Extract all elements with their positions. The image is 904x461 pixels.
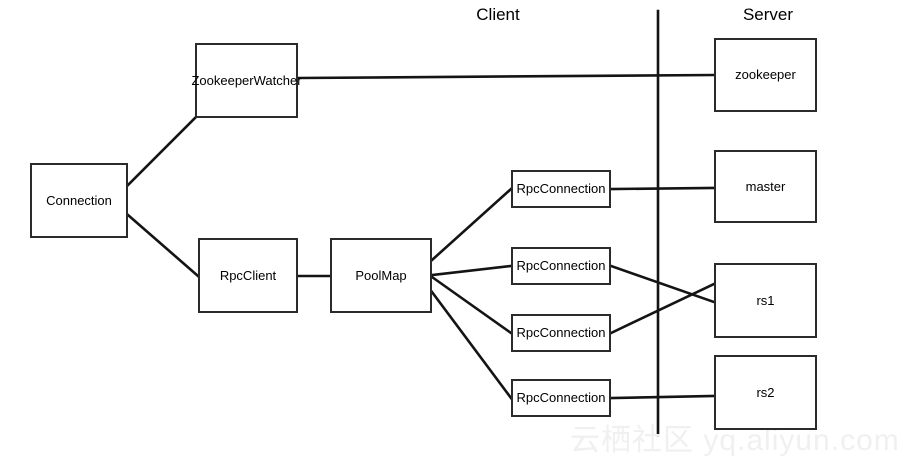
edge-poolmap-rpcconnection-3: [430, 275, 513, 335]
edge-rpcconnection-3-rs1: [609, 282, 716, 335]
node-rpcclient[interactable]: RpcClient: [198, 238, 298, 313]
node-label: Connection: [46, 192, 112, 208]
edge-rpcconnection-4-rs2: [609, 394, 716, 400]
node-rpcconnection-4[interactable]: RpcConnection: [511, 379, 611, 417]
node-rpcconnection-2[interactable]: RpcConnection: [511, 247, 611, 285]
node-master[interactable]: master: [714, 150, 817, 223]
node-zookeeperwatcher[interactable]: ZookeeperWatcher: [191, 43, 302, 118]
edge-connection-zookeeperwatcher: [126, 116, 197, 187]
node-rs1[interactable]: rs1: [714, 263, 817, 338]
node-rpcconnection-3[interactable]: RpcConnection: [511, 314, 611, 352]
node-zookeeper[interactable]: zookeeper: [714, 38, 817, 112]
node-label: RpcConnection: [516, 258, 606, 273]
node-label: master: [745, 178, 786, 194]
edge-poolmap-rpcconnection-4: [430, 290, 513, 400]
node-label: ZookeeperWatcher: [191, 72, 302, 88]
node-label: PoolMap: [355, 267, 407, 283]
client-band-label: Client: [476, 5, 520, 24]
node-label: RpcConnection: [516, 181, 606, 196]
node-poolmap[interactable]: PoolMap: [330, 238, 432, 313]
edge-poolmap-rpcconnection-2: [430, 264, 513, 277]
node-label: RpcConnection: [516, 325, 606, 340]
node-rpcconnection-1[interactable]: RpcConnection: [511, 170, 611, 208]
edge-zookeeperwatcher-zookeeper: [296, 73, 716, 80]
edge-poolmap-rpcconnection-1: [430, 187, 513, 262]
server-band-label: Server: [742, 5, 794, 24]
edge-rpcconnection-2-rs1: [609, 264, 716, 304]
edge-connection-rpcclient: [126, 213, 200, 278]
edge-rpcconnection-1-master: [609, 186, 716, 191]
node-rs2[interactable]: rs2: [714, 355, 817, 430]
node-connection[interactable]: Connection: [30, 163, 128, 238]
node-label: RpcClient: [219, 267, 277, 283]
node-label: zookeeper: [735, 67, 796, 82]
node-label: RpcConnection: [516, 390, 606, 405]
node-label: rs2: [756, 384, 775, 400]
node-label: rs1: [756, 292, 775, 308]
